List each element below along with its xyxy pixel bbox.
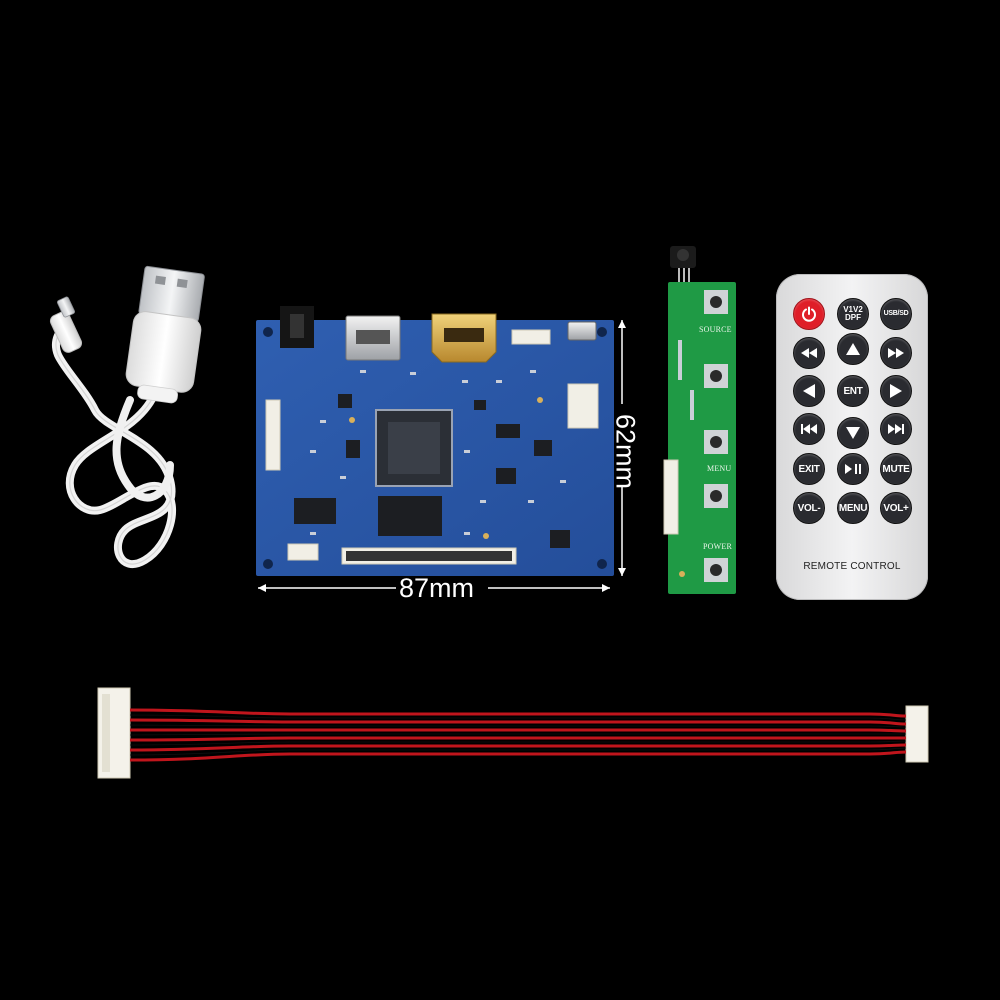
menu-button[interactable]: MENU [837, 492, 869, 524]
keypad-label-source: SOURCE [699, 325, 732, 334]
power-button[interactable] [793, 298, 825, 330]
volume-down-button[interactable]: VOL- [793, 492, 825, 524]
skip-previous-icon [801, 424, 817, 434]
play-pause-button[interactable] [837, 453, 869, 485]
width-dimension-label: 87mm [399, 573, 475, 603]
right-button[interactable] [880, 375, 912, 407]
fast-forward-icon [888, 348, 904, 358]
remote-title: REMOTE CONTROL [803, 561, 901, 572]
up-button[interactable] [837, 333, 869, 365]
keypad-label-menu: MENU [707, 464, 732, 473]
arrow-left-icon [803, 384, 815, 398]
previous-button[interactable] [793, 413, 825, 445]
rewind-button[interactable] [793, 337, 825, 369]
exit-button-label: EXIT [798, 463, 820, 475]
driver-board [256, 306, 614, 576]
next-button[interactable] [880, 413, 912, 445]
down-button[interactable] [837, 417, 869, 449]
fast-forward-button[interactable] [880, 337, 912, 369]
exit-button[interactable]: EXIT [793, 453, 825, 485]
usb-sd-button-label: USB/SD [883, 310, 909, 317]
mute-button-label: MUTE [882, 463, 910, 475]
menu-button-label: MENU [838, 502, 868, 514]
arrow-right-icon [890, 384, 902, 398]
ribbon-cable [97, 687, 929, 779]
enter-button-label: ENT [843, 385, 863, 397]
skip-next-icon [888, 424, 904, 434]
play-pause-icon [845, 464, 861, 474]
usb-sd-button[interactable]: USB/SD [880, 298, 912, 330]
enter-button[interactable]: ENT [837, 375, 869, 407]
keypad-board [663, 246, 736, 594]
volume-down-label: VOL- [797, 502, 821, 514]
arrow-up-icon [846, 343, 860, 355]
mute-button[interactable]: MUTE [880, 453, 912, 485]
volume-up-button[interactable]: VOL+ [880, 492, 912, 524]
left-button[interactable] [793, 375, 825, 407]
micro-usb-cable [49, 265, 205, 569]
dimension-lines [258, 320, 626, 592]
mode-button-label: V1V2 DPF [843, 305, 863, 322]
arrow-down-icon [846, 427, 860, 439]
keypad-label-power: POWER [703, 542, 732, 551]
height-dimension-label: 62mm [610, 413, 641, 489]
mode-button[interactable]: V1V2 DPF [837, 298, 869, 330]
power-icon [802, 306, 816, 322]
rewind-icon [801, 348, 817, 358]
remote-control: V1V2 DPF USB/SD ENT [776, 274, 928, 600]
volume-up-label: VOL+ [883, 502, 909, 514]
